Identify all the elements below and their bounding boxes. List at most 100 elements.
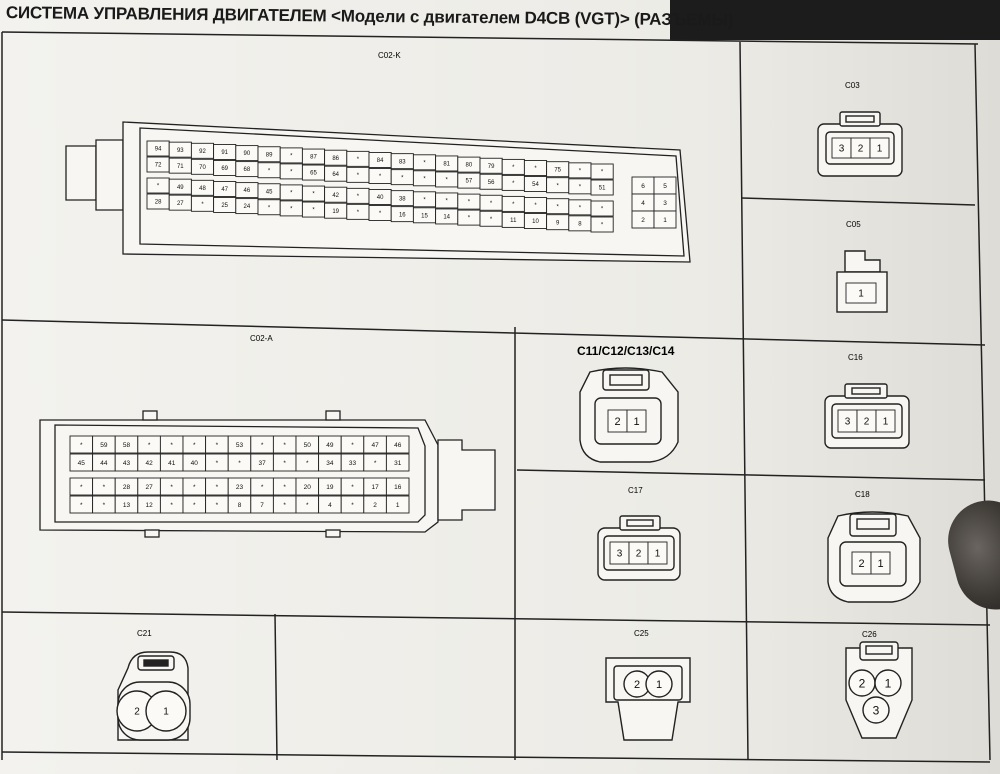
c02k-pin: * [279,147,303,164]
c02a-pin: 42 [137,453,161,472]
svg-text:69: 69 [221,166,228,172]
c02k-pin: 19 [324,202,348,219]
c02k-pin: 92 [190,142,215,159]
svg-text:*: * [579,168,582,174]
svg-text:13: 13 [123,502,131,509]
c02a-pin: * [69,477,94,496]
svg-text:86: 86 [332,156,339,162]
c02k-pin: 75 [546,161,570,178]
c02a-pin: 7 [250,495,274,514]
c02k-pin: * [257,162,281,179]
svg-text:*: * [290,191,293,197]
svg-text:17: 17 [371,484,379,491]
c02k-pin: 84 [368,152,392,168]
c02k-pin: * [546,198,570,215]
svg-text:*: * [357,173,360,179]
c02a-pin: 1 [385,495,410,514]
c02k-pin: 10 [523,213,548,230]
c02k-pin: 83 [390,153,414,170]
svg-text:1: 1 [396,502,400,509]
c02a-pin: 49 [318,435,342,454]
c26-pin: 2 [848,669,876,697]
svg-text:*: * [401,175,404,181]
svg-text:54: 54 [532,182,539,188]
c02k-pin: 24 [235,198,259,215]
connector-c05: 1 [836,250,888,313]
c02k-pin: * [568,178,592,195]
c02a-pin: 45 [69,453,94,472]
svg-text:14: 14 [443,215,450,221]
svg-text:*: * [148,442,151,449]
c02a-pin: 23 [227,477,252,496]
svg-text:2: 2 [641,217,645,224]
svg-text:4: 4 [328,502,332,509]
svg-text:*: * [357,157,360,163]
svg-text:5: 5 [663,183,667,190]
svg-text:79: 79 [488,164,495,170]
c02k-pin: 9 [546,214,570,231]
c02a-pin: 50 [295,435,320,454]
c02a-pin: 19 [318,477,342,496]
c02k-pin: 81 [435,155,459,172]
svg-text:*: * [290,207,293,213]
c02k-pin: 8 [568,215,592,232]
svg-text:87: 87 [310,155,317,161]
svg-text:51: 51 [599,186,606,192]
c02k-pin: 27 [168,194,192,211]
svg-text:3: 3 [873,703,880,717]
c02a-pin: 2 [363,495,387,514]
svg-text:16: 16 [394,484,402,491]
svg-text:*: * [283,442,286,449]
c02k-pin: * [279,200,303,217]
c02a-pin: * [137,435,161,454]
c02k-pin: 25 [213,196,237,213]
c02a-pin: 33 [340,453,365,472]
svg-text:65: 65 [310,171,317,177]
svg-text:*: * [357,194,360,200]
svg-text:2: 2 [859,676,866,690]
svg-text:64: 64 [332,172,339,178]
svg-text:23: 23 [236,484,244,491]
svg-text:3: 3 [663,200,667,207]
c02k-pin: * [346,150,370,167]
svg-text:3: 3 [845,417,851,428]
label-c02k: C02-K [378,51,401,60]
svg-text:*: * [601,223,604,229]
c02k-pin: * [546,177,570,194]
svg-text:*: * [238,460,241,467]
c02k-pin: * [279,184,303,201]
svg-text:45: 45 [78,460,86,467]
grid-frame [1,31,991,763]
c02a-pin: * [340,477,365,496]
c02k-pin: 64 [324,165,348,182]
c02k-pin: 38 [390,190,414,207]
svg-text:28: 28 [123,484,131,491]
c02a-pin: 20 [295,477,320,496]
c02k-pin: 48 [190,179,215,196]
c02a-pin: * [205,435,229,454]
svg-text:1: 1 [877,144,883,155]
c02a-pin: * [159,495,184,514]
svg-text:*: * [306,460,309,467]
svg-text:47: 47 [371,442,379,449]
c02a-pin: * [69,435,94,454]
svg-text:*: * [170,484,173,491]
svg-text:*: * [601,207,604,213]
svg-text:*: * [446,199,449,205]
svg-text:37: 37 [258,460,266,467]
c16-pin: 2 [856,409,877,433]
c02k-side-pin: 6 [631,176,655,195]
c02a-pin: 16 [385,477,410,496]
c02k-pin: 90 [235,145,259,162]
label-c16: C16 [848,353,863,362]
svg-text:*: * [490,201,493,207]
svg-text:*: * [534,166,537,172]
c02k-pin: 54 [523,176,548,193]
svg-text:2: 2 [134,707,140,718]
svg-text:*: * [312,208,315,214]
